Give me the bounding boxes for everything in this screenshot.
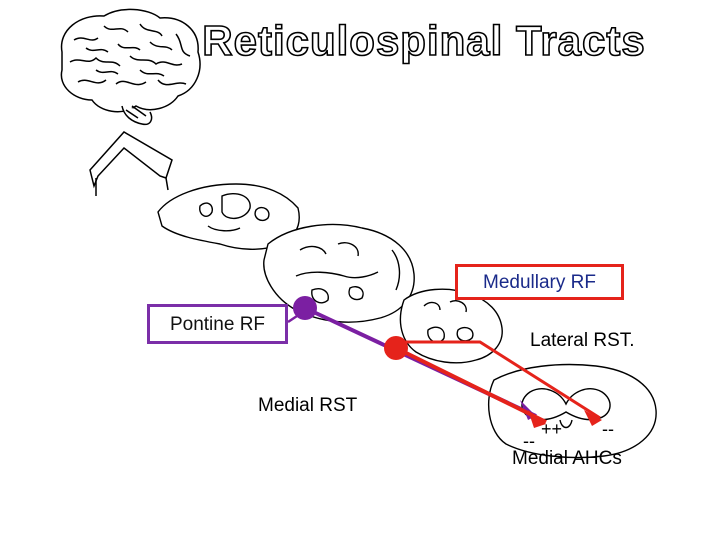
pontine-rf-box: Pontine RF: [147, 304, 288, 344]
midbrain-section: [157, 183, 300, 250]
lateral-rst-arrowhead: [584, 410, 602, 426]
inhibitory-sign-left: --: [523, 431, 535, 451]
medullary-rf-node: [384, 336, 408, 360]
spinal-cord-section: [487, 363, 657, 459]
excitatory-sign: ++: [541, 419, 563, 439]
medulla-section: [399, 288, 503, 364]
medullary-rf-label: Medullary RF: [483, 271, 596, 293]
pontine-rf-connector: [287, 312, 301, 324]
medullary-medial-arrowhead: [528, 410, 546, 428]
section-frame: [89, 131, 173, 196]
inhibitory-sign-right: --: [602, 419, 614, 439]
lateral-rst-label: Lateral RST.: [530, 330, 635, 351]
slide-title: Reticulospinal Tracts: [202, 17, 645, 64]
medullary-medial-pathway: [395, 346, 547, 424]
medial-ahcs-label: Medial AHCs: [512, 448, 622, 469]
pontine-rf-label: Pontine RF: [169, 313, 266, 335]
brain-icon: [60, 8, 201, 126]
medullary-rf-box: Medullary RF: [455, 264, 624, 300]
medial-rst-label: Medial RST: [258, 395, 358, 416]
